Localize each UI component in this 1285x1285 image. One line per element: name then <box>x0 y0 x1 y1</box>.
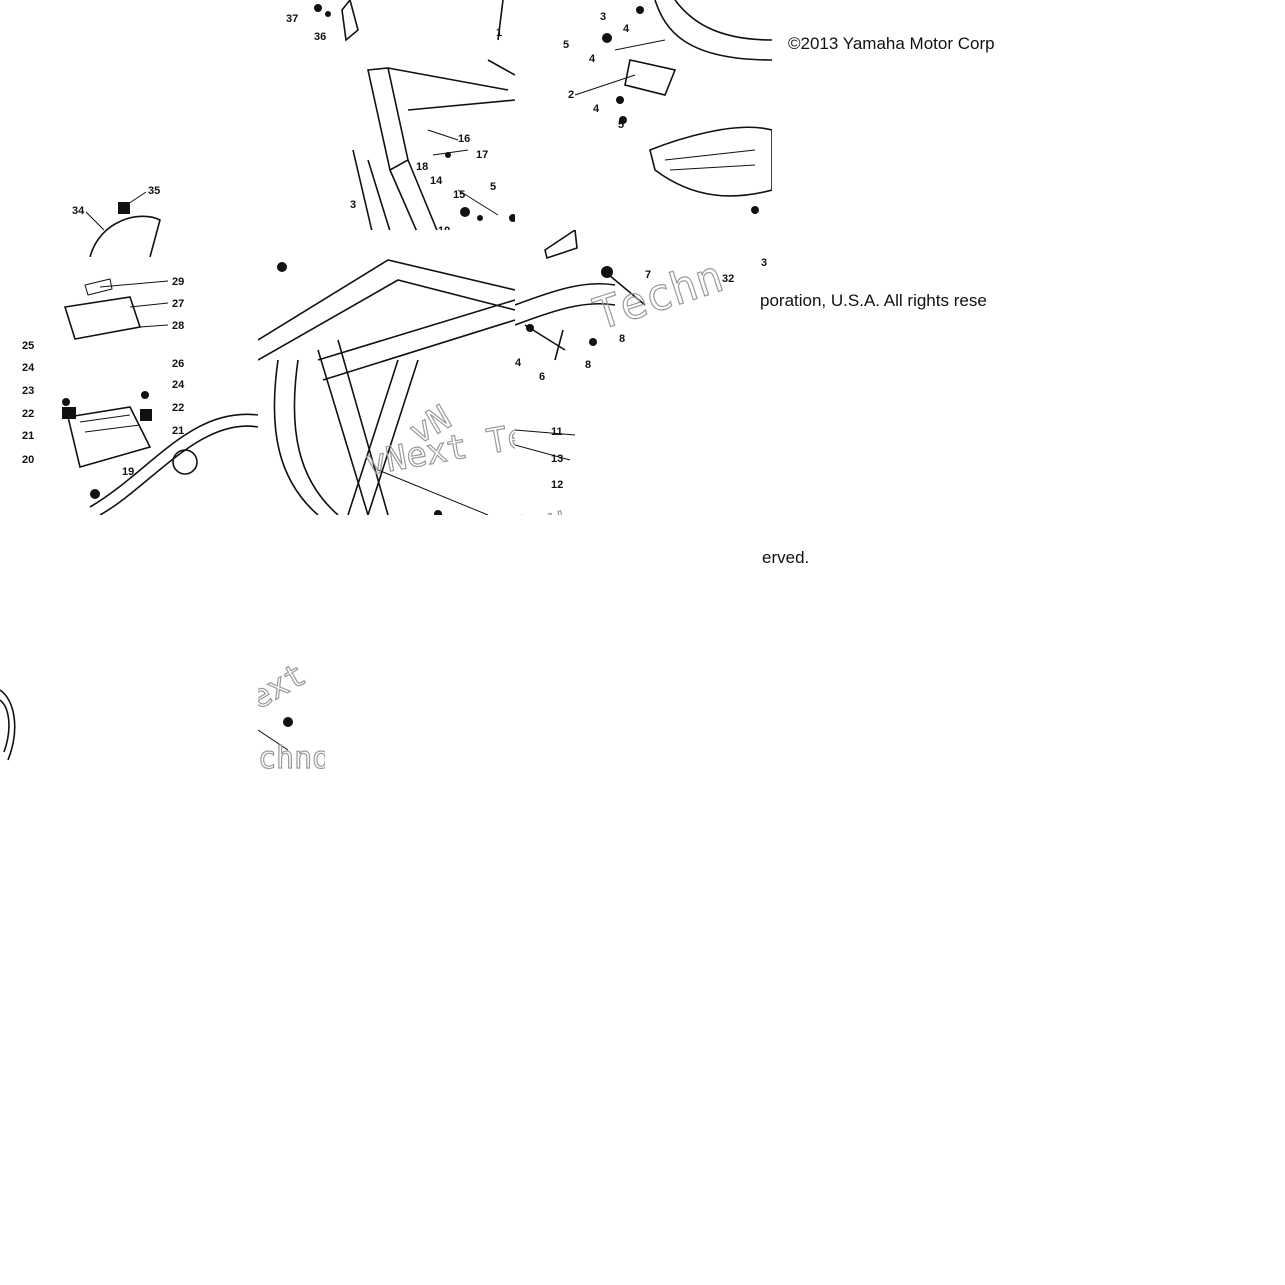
seat-strap-drawing: 35 34 <box>72 185 161 257</box>
callout-37: 37 <box>286 13 298 25</box>
lower-center-drawing: ext chno <box>258 660 325 772</box>
callout-21a: 21 <box>22 430 34 442</box>
copyright-line-3: erved. <box>762 548 810 567</box>
watermark-cou: Cou <box>515 500 569 515</box>
battery-box-drawing: 29 27 28 25 26 24 24 23 22 22 21 21 20 1… <box>22 276 258 515</box>
callout-5: 5 <box>490 181 496 193</box>
callout-r6: 6 <box>539 371 545 383</box>
callout-r8b: 8 <box>585 359 591 371</box>
callout-r5b: 5 <box>618 119 624 131</box>
copyright-line-1: ©2013 Yamaha Motor Corp <box>788 34 995 53</box>
callout-19: 19 <box>122 466 134 478</box>
watermark-ext: ext <box>258 660 312 717</box>
callout-r4a: 4 <box>623 23 630 35</box>
callout-34: 34 <box>72 205 85 217</box>
callout-23: 23 <box>22 385 34 397</box>
callout-r3b: 3 <box>761 257 767 269</box>
callout-21b: 21 <box>172 425 184 437</box>
callout-14: 14 <box>430 175 443 187</box>
callout-r32: 32 <box>722 273 734 285</box>
callout-22b: 22 <box>172 402 184 414</box>
diagram-tile-skid-plate: 3 4 5 4 2 4 5 <box>515 0 772 257</box>
callout-r12: 12 <box>551 479 563 491</box>
callout-r11: 11 <box>551 426 563 438</box>
frame-head-drawing: 37 36 1 3 18 14 16 17 15 5 10 9 <box>286 0 515 257</box>
diagram-tile-lower-left <box>0 680 22 770</box>
callout-3: 3 <box>350 199 356 211</box>
diagram-tile-seat-strap: 35 34 <box>0 180 258 257</box>
callout-36: 36 <box>314 31 326 43</box>
callout-27: 27 <box>172 298 184 310</box>
diagram-tile-frame-head: 37 36 1 3 18 14 16 17 15 5 10 9 <box>258 0 515 257</box>
callout-r8a: 8 <box>619 333 625 345</box>
callout-28: 28 <box>172 320 184 332</box>
callout-25: 25 <box>22 340 34 352</box>
rear-bolts-drawing: 7 32 3 8 4 6 8 11 13 12 Techn Cou <box>515 230 767 515</box>
copyright-line-2: poration, U.S.A. All rights rese <box>760 291 987 310</box>
callout-24a: 24 <box>22 362 35 374</box>
callout-16: 16 <box>458 133 470 145</box>
callout-29: 29 <box>172 276 184 288</box>
diagram-tile-battery-box: 29 27 28 25 26 24 24 23 22 22 21 21 20 1… <box>0 257 258 515</box>
callout-26: 26 <box>172 358 184 370</box>
main-frame-drawing: 30 vNext Te vN <box>258 259 515 515</box>
lower-left-drawing <box>0 689 16 761</box>
callout-24b: 24 <box>172 379 185 391</box>
callout-r3: 3 <box>600 11 606 23</box>
callout-17: 17 <box>476 149 488 161</box>
callout-r5: 5 <box>563 39 569 51</box>
callout-35: 35 <box>148 185 160 197</box>
diagram-tile-rear-bolts: 7 32 3 8 4 6 8 11 13 12 Techn Cou <box>515 230 772 515</box>
diagram-tile-main-frame: 30 vNext Te vN <box>258 230 515 515</box>
callout-15: 15 <box>453 189 465 201</box>
callout-r4c: 4 <box>593 103 600 115</box>
callout-20: 20 <box>22 454 34 466</box>
callout-1: 1 <box>496 27 502 39</box>
callout-r7: 7 <box>645 269 651 281</box>
watermark-techn: Techn <box>588 251 730 340</box>
callout-r2: 2 <box>568 89 574 101</box>
diagram-tile-lower-center: ext chno <box>258 660 325 772</box>
callout-18: 18 <box>416 161 428 173</box>
callout-22a: 22 <box>22 408 34 420</box>
callout-r4b: 4 <box>589 53 596 65</box>
callout-r13: 13 <box>551 453 563 465</box>
skid-plate-drawing: 3 4 5 4 2 4 5 <box>563 0 772 214</box>
callout-r4d: 4 <box>515 357 522 369</box>
watermark-chno: chno <box>258 741 325 772</box>
